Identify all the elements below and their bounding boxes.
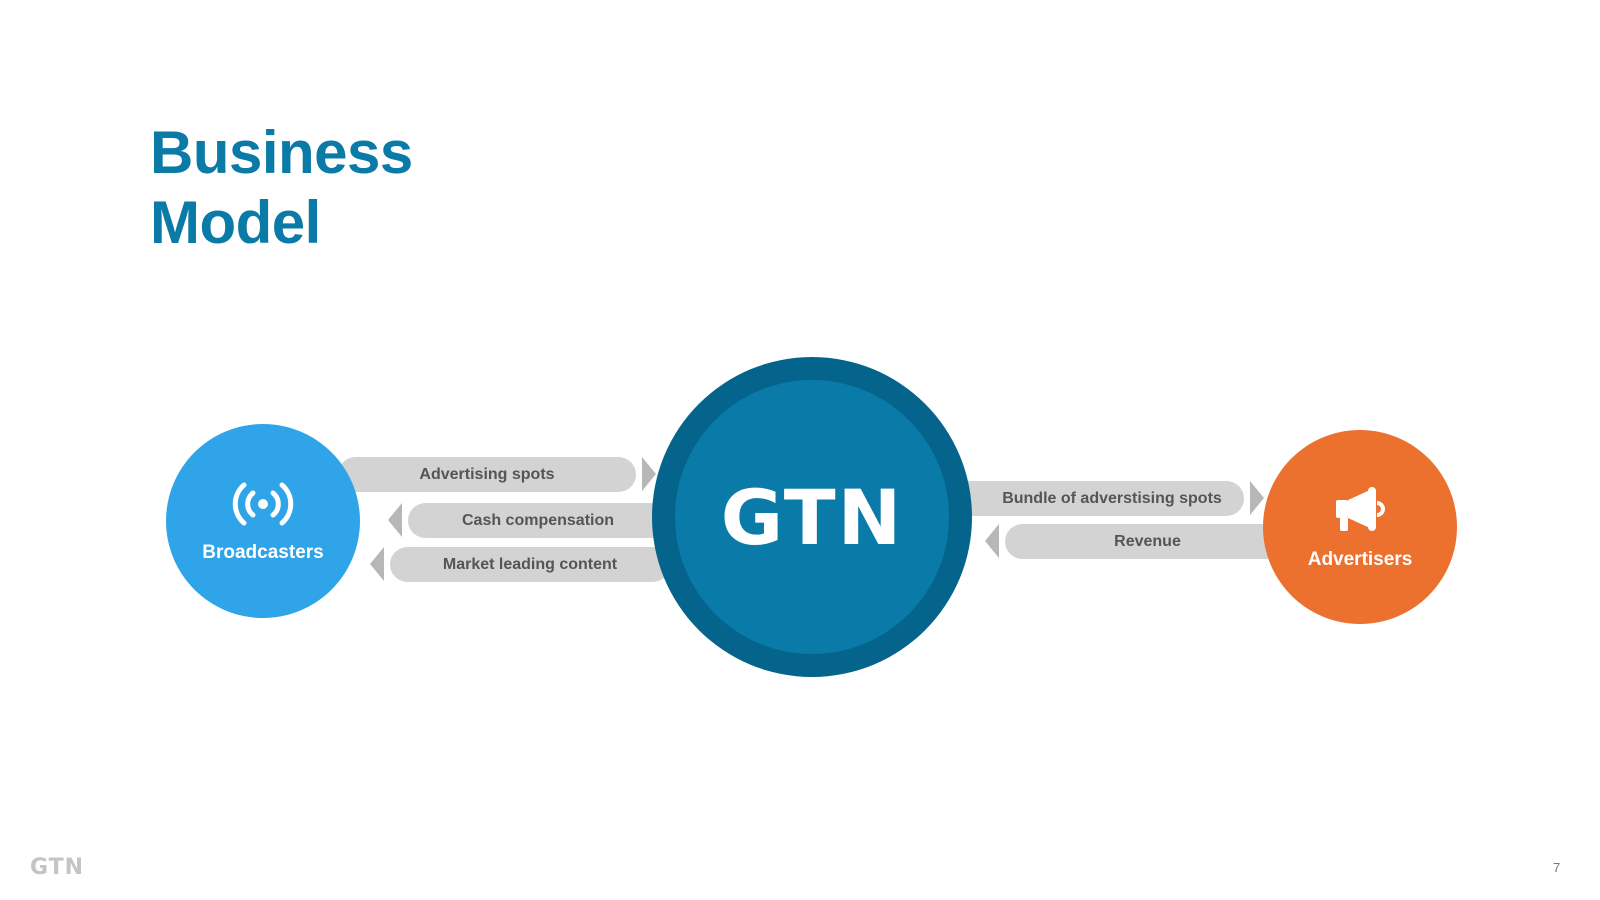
arrow-right-icon bbox=[1250, 481, 1264, 515]
flow-label: Bundle of adverstising spots bbox=[1002, 489, 1222, 507]
advertisers-label: Advertisers bbox=[1307, 548, 1413, 570]
title-line-2: Model bbox=[150, 189, 321, 256]
flow-label: Cash compensation bbox=[461, 511, 615, 529]
flow-cash-compensation: Cash compensation bbox=[408, 503, 668, 538]
page-title: Business Model bbox=[150, 118, 413, 258]
flow-label: Market leading content bbox=[442, 555, 618, 573]
flow-label: Advertising spots bbox=[419, 465, 555, 483]
arrow-left-icon bbox=[388, 503, 402, 537]
page-number: 7 bbox=[1553, 860, 1561, 875]
broadcast-icon bbox=[228, 479, 298, 534]
flow-revenue: Revenue bbox=[1005, 524, 1290, 559]
gtn-hub-label: GTN bbox=[720, 472, 904, 562]
footer-logo: GTN bbox=[30, 855, 85, 880]
arrow-right-icon bbox=[642, 457, 656, 491]
gtn-hub: GTN bbox=[675, 380, 949, 654]
broadcasters-node: Broadcasters bbox=[166, 424, 360, 618]
flow-bundle-of-advertising-spots: Bundle of adverstising spots bbox=[950, 481, 1244, 516]
arrow-left-icon bbox=[985, 524, 999, 558]
arrow-left-icon bbox=[370, 547, 384, 581]
advertisers-node: Advertisers bbox=[1263, 430, 1457, 624]
broadcasters-label: Broadcasters bbox=[202, 541, 324, 563]
flow-label: Revenue bbox=[1114, 532, 1181, 550]
megaphone-icon bbox=[1330, 484, 1390, 541]
title-line-1: Business bbox=[150, 119, 413, 186]
flow-market-leading-content: Market leading content bbox=[390, 547, 670, 582]
flow-advertising-spots: Advertising spots bbox=[338, 457, 636, 492]
